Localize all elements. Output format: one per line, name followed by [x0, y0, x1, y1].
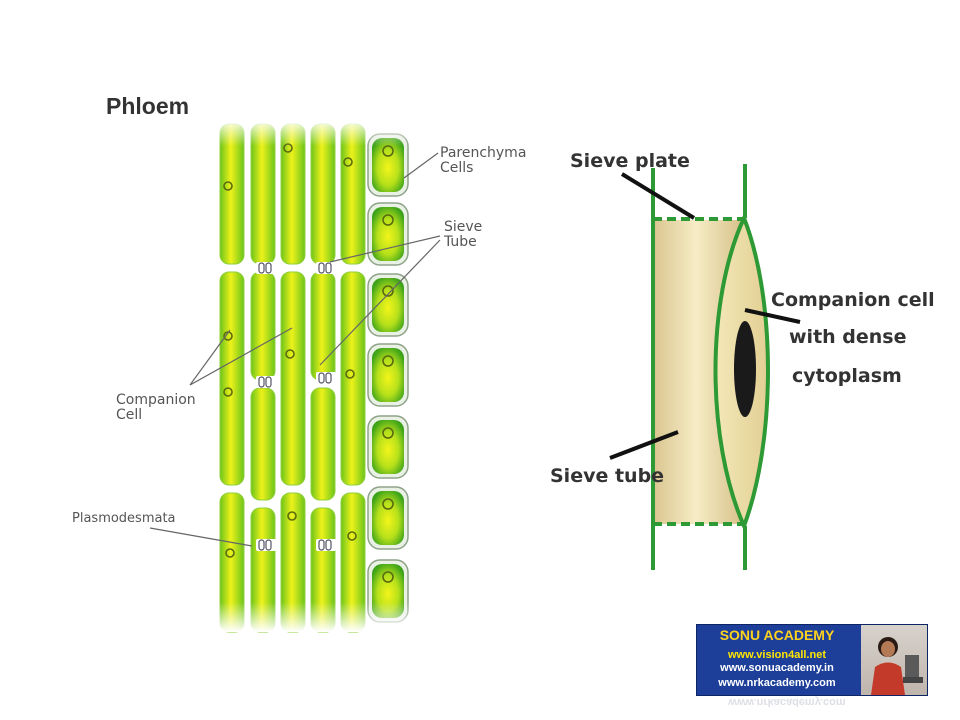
- plasmodesmata-pore: [325, 262, 332, 274]
- plasmodesmata-pore: [258, 262, 265, 274]
- companion-cell-label-right-3: cytoplasm: [792, 365, 902, 387]
- phloem-cell: [250, 271, 276, 381]
- parenchyma-label-line2: Cells: [440, 160, 473, 176]
- cell-nucleus: [285, 349, 295, 359]
- top-fade: [210, 118, 420, 146]
- sieve-tube-label-line1: Sieve: [444, 219, 482, 235]
- parenchyma-nucleus: [382, 571, 394, 583]
- cell-nucleus: [223, 387, 233, 397]
- cell-nucleus: [225, 548, 235, 558]
- companion-cell-pointer: [744, 308, 801, 324]
- parenchyma-label: Parenchyma Cells: [403, 145, 526, 179]
- phloem-cell: [310, 271, 336, 381]
- parenchyma-nucleus: [382, 285, 394, 297]
- companion-cell-label-right-2: with dense: [789, 326, 907, 348]
- plasmodesmata-label-text: Plasmodesmata: [72, 511, 176, 526]
- cell-nucleus: [347, 531, 357, 541]
- companion-cell-label-line1: Companion: [116, 392, 196, 408]
- sieve-tube-label-right: Sieve tube: [550, 465, 664, 487]
- parenchyma-cell-inner: [372, 491, 404, 545]
- phloem-cell: [250, 387, 276, 501]
- parenchyma-label-line1: Parenchyma: [440, 145, 526, 161]
- presenter-photo: [861, 625, 927, 695]
- banner-reflection: www.nrkacademy.com: [728, 696, 846, 708]
- sieve-tube-label-line2: Tube: [443, 234, 477, 250]
- plasmodesmata-pore: [318, 262, 325, 274]
- phloem-cell-columns: [219, 123, 366, 633]
- cell-nucleus: [343, 157, 353, 167]
- parenchyma-nucleus: [382, 427, 394, 439]
- banner-url-1: www.vision4all.net: [727, 649, 826, 661]
- cell-nucleus: [223, 181, 233, 191]
- plasmodesmata-pore: [265, 262, 272, 274]
- plasmodesmata-pore: [325, 372, 332, 384]
- parenchyma-cell-inner: [372, 348, 404, 402]
- parenchyma-cell-inner: [372, 138, 404, 192]
- plasmodesmata-pore: [318, 372, 325, 384]
- parenchyma-nucleus: [382, 498, 394, 510]
- academy-name: SONU ACADEMY: [719, 627, 835, 643]
- phloem-cell: [280, 271, 306, 486]
- cell-nucleus: [345, 369, 355, 379]
- academy-banner: SONU ACADEMY www.vision4all.net www.sonu…: [696, 624, 928, 696]
- plasmodesmata-label: Plasmodesmata: [72, 511, 253, 547]
- plasmodesmata-pore: [258, 539, 265, 551]
- parenchyma-cell-inner: [372, 278, 404, 332]
- sieve-tube-pointer: [609, 430, 679, 460]
- diagram-title: Phloem: [106, 93, 189, 119]
- plasmodesmata-pore: [258, 376, 265, 388]
- bottom-fade: [210, 602, 420, 632]
- sieve-tube-label: Sieve Tube: [319, 219, 482, 366]
- sieve-plate-label: Sieve plate: [570, 150, 690, 172]
- plasmodesmata-pore: [318, 539, 325, 551]
- presenter-figure-icon: [871, 637, 923, 695]
- companion-cell-label-line2: Cell: [116, 407, 142, 423]
- parenchyma-cell-inner: [372, 207, 404, 261]
- parenchyma-nucleus: [382, 214, 394, 226]
- sieve-plate-pointer: [620, 172, 696, 220]
- banner-url-2: www.sonuacademy.in: [720, 662, 834, 674]
- parenchyma-cell-column: [367, 133, 409, 623]
- parenchyma-cell-inner: [372, 420, 404, 474]
- parenchyma-nucleus: [382, 355, 394, 367]
- phloem-cell: [340, 271, 366, 486]
- companion-cell-label-right-1: Companion cell: [771, 289, 935, 311]
- banner-url-3: www.nrkacademy.com: [718, 677, 836, 689]
- phloem-cell: [310, 387, 336, 501]
- plasmodesmata-pore: [265, 376, 272, 388]
- plasmodesmata-markers: [256, 262, 336, 551]
- plasmodesmata-pore: [325, 539, 332, 551]
- cell-nucleus: [287, 511, 297, 521]
- phloem-cell: [219, 271, 245, 486]
- companion-cell-nucleus: [734, 321, 756, 417]
- companion-cell-label: Companion Cell: [116, 327, 293, 423]
- plasmodesmata-pore: [265, 539, 272, 551]
- sieve-element-diagram: Sieve plate Companion cell with dense cy…: [550, 150, 935, 570]
